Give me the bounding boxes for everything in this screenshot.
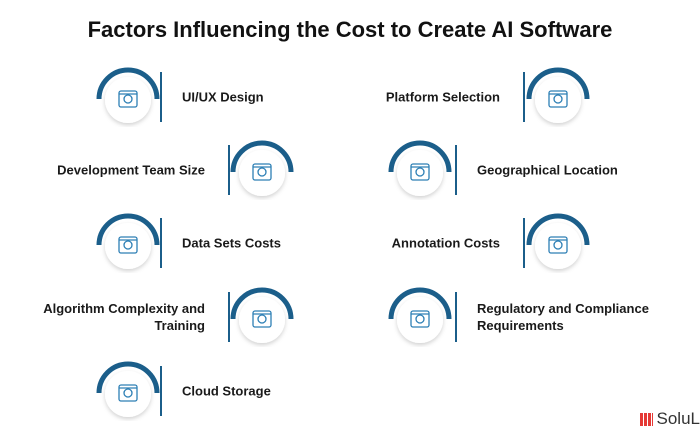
page-title: Factors Influencing the Cost to Create A… xyxy=(87,17,613,42)
factor-label: Development Team Size xyxy=(57,162,205,178)
team-icon xyxy=(252,163,272,181)
factor-icon-badge xyxy=(92,209,164,269)
compliance-document-icon xyxy=(410,310,430,328)
divider xyxy=(523,72,525,122)
factor-icon-badge xyxy=(92,357,164,417)
divider xyxy=(228,145,230,195)
brand-logo: SoluL xyxy=(639,409,700,429)
devices-icon xyxy=(548,90,568,108)
design-icon xyxy=(118,90,138,108)
factor-label: Data Sets Costs xyxy=(182,235,281,251)
document-search-icon xyxy=(118,236,138,254)
factor-icon-badge xyxy=(92,63,164,123)
factor-label: Platform Selection xyxy=(385,89,500,105)
factor-icon-badge xyxy=(384,136,456,196)
divider xyxy=(228,292,230,342)
divider xyxy=(160,218,162,268)
factor-icon-badge xyxy=(384,283,456,343)
factor-label: UI/UX Design xyxy=(182,89,264,105)
factor-icon-badge xyxy=(522,209,594,269)
network-icon xyxy=(252,310,272,328)
factor-label: Regulatory and Compliance Requirements xyxy=(477,301,649,333)
logo-mark-icon xyxy=(639,412,653,426)
divider xyxy=(160,72,162,122)
globe-location-icon xyxy=(410,163,430,181)
factor-label: Cloud Storage xyxy=(182,383,271,399)
divider xyxy=(455,292,457,342)
factor-icon-badge xyxy=(226,283,298,343)
divider xyxy=(160,366,162,416)
factor-label: Geographical Location xyxy=(477,162,618,178)
coins-icon xyxy=(548,236,568,254)
factor-label: Algorithm Complexity and Training xyxy=(43,301,205,333)
factor-label: Annotation Costs xyxy=(391,235,500,251)
divider xyxy=(455,145,457,195)
cloud-storage-icon xyxy=(118,384,138,402)
factor-icon-badge xyxy=(226,136,298,196)
divider xyxy=(523,218,525,268)
factor-icon-badge xyxy=(522,63,594,123)
logo-text: SoluL xyxy=(656,409,700,428)
